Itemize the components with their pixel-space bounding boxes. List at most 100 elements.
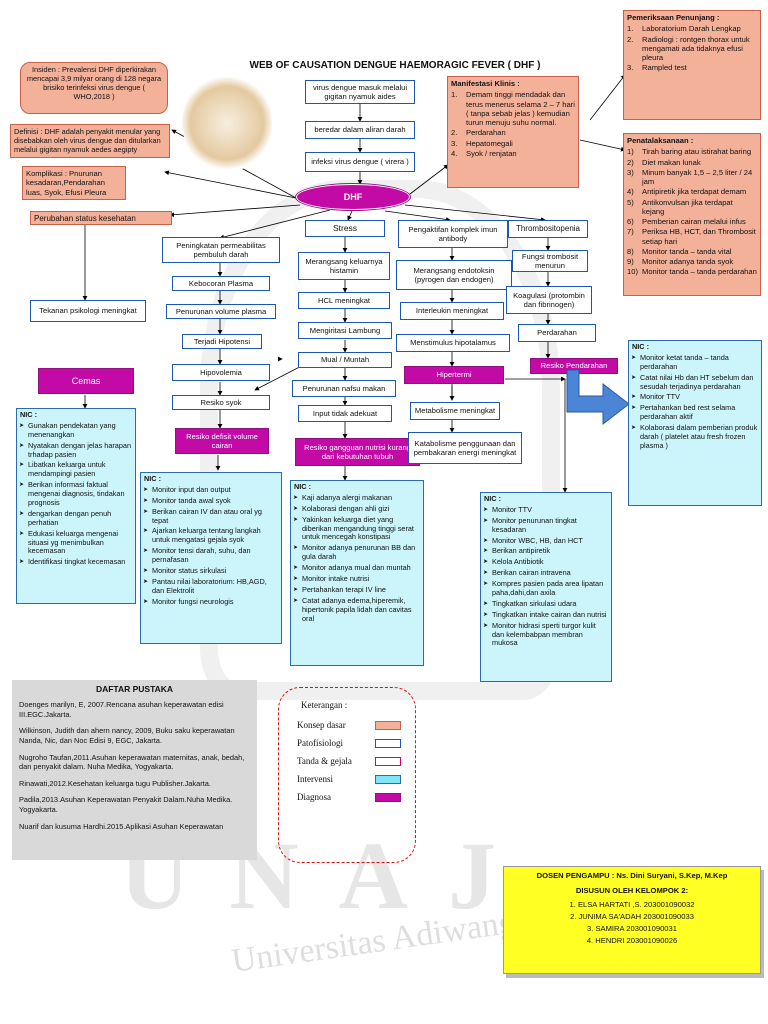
member-item: 2. JUNIMA SA'ADAH 203001090033 xyxy=(570,912,694,921)
item-number: 3. xyxy=(627,63,634,73)
col2-item-1: Merangsang keluarnya histamin xyxy=(298,252,390,280)
legend-label: Diagnosa xyxy=(297,792,331,802)
legend-swatch xyxy=(375,774,401,784)
legend-row: Diagnosa xyxy=(297,788,401,806)
item-text: Monitor tanda – tanda vital xyxy=(642,246,732,256)
nic-item: Monitor ketat tanda – tanda perdarahan xyxy=(631,353,758,372)
item-number: 2. xyxy=(627,34,634,44)
legend-row: Intervensi xyxy=(297,770,401,788)
numbered-item: 4.Syok / renjatan xyxy=(451,149,575,158)
nic-item: Gunakan pendekatan yang menenangkan xyxy=(19,421,132,440)
numbered-item: 3. Hepatomegali xyxy=(451,139,575,148)
item-text: Tirah baring atau istirahat baring xyxy=(642,147,752,157)
nic-perdarahan: NIC : Monitor ketat tanda – tanda perdar… xyxy=(628,340,762,506)
col2-item-2: HCL meningkat xyxy=(298,292,390,309)
nic-item: Monitor adanya penurunan BB dan gula dar… xyxy=(293,543,420,562)
nic-nutrisi: NIC : Kaji adanya alergi makananKolabora… xyxy=(290,480,424,666)
nic-item: Edukasi keluarga mengenai situasi yg men… xyxy=(19,529,132,557)
item-text: Laboratorium Darah Lengkap xyxy=(642,24,741,34)
col2-item-6: Input tidak adekuat xyxy=(298,405,392,422)
col3-item-2: Interleukin meningkat xyxy=(400,302,504,320)
legend-row: Konsep dasar xyxy=(297,716,401,734)
reference-item: Doenges marilyn, E, 2007.Rencana asuhan … xyxy=(19,700,224,719)
flow-aliran-darah: beredar dalam aliran darah xyxy=(305,121,415,139)
nic-item: Berikan antipiretik xyxy=(483,547,608,556)
numbered-item: 2)Diet makan lunak xyxy=(627,158,757,167)
nic-item: Pertahankan bed rest selama perdarahan a… xyxy=(631,403,758,422)
dhf-node: DHF xyxy=(296,184,410,210)
nic-item: Catat adanya edema,hiperemik, hipertonik… xyxy=(293,596,420,624)
col1-item-4: Hipovolemia xyxy=(172,364,270,381)
nic-item: Pantau nilai laboratorium: HB,AGD, dan E… xyxy=(143,577,278,596)
diagnosis-nutrisi: Resiko gangguan nutrisi kurang dari kebu… xyxy=(295,438,420,466)
item-text: Minum banyak 1,5 – 2,5 liter / 24 jam xyxy=(642,167,753,186)
legend-swatch xyxy=(375,756,401,766)
nic-item: Berikan cairan intravena xyxy=(483,568,608,578)
nic-nutrisi-list: Kaji adanya alergi makananKolaborasi den… xyxy=(293,493,420,624)
nic-item: Monitor tensi darah, suhu, dan pernafasa… xyxy=(143,546,278,565)
nic-item: Kolaborasi dalam pemberian produk darah … xyxy=(631,423,758,451)
nic-nutrisi-label: NIC : xyxy=(294,482,312,491)
legend-label: Patofisiologi xyxy=(297,738,344,748)
col4-item-0: Thrombositopenia xyxy=(508,220,588,238)
manifestasi-box: Manifestasi Klinis : 1.Demam tinggi mend… xyxy=(447,76,579,188)
item-number: 6) xyxy=(627,217,634,226)
col2-item-5: Penurunan nafsu makan xyxy=(292,380,396,397)
nic-item: Monitor intake nutrisi xyxy=(293,574,420,584)
manifestasi-label: Manifestasi Klinis : xyxy=(451,79,520,88)
legend-row: Tanda & gejala xyxy=(297,752,401,770)
item-number: 4. xyxy=(451,148,458,158)
item-number: 3) xyxy=(627,167,634,177)
legend-title: Keterangan : xyxy=(301,700,348,710)
penunjang-box: Pemeriksaan Penunjang : 1.Laboratorium D… xyxy=(623,10,761,120)
reference-item: Wilkinson, Judith dan ahern nancy, 2009,… xyxy=(19,726,235,745)
nic-cemas-list: Gunakan pendekatan yang menenangkanNyata… xyxy=(19,421,132,567)
flow-infeksi: infeksi virus dengue ( virera ) xyxy=(305,152,415,172)
manifestasi-list: 1.Demam tinggi mendadak dan terus meneru… xyxy=(451,90,575,158)
legend-swatch xyxy=(375,738,401,748)
col2-item-0: Stress xyxy=(305,220,385,237)
katabolisme-box: Katabolisme penggunaan dan pembakaran en… xyxy=(408,432,522,464)
nic-item: Monitor penurunan tingkat kesadaran xyxy=(483,516,608,535)
nic-item: Kolaborasi dengan ahli gizi xyxy=(293,504,420,514)
nic-item: Pertahankan terapi IV line xyxy=(293,585,420,595)
pustaka-list: Doenges marilyn, E, 2007.Rencana asuhan … xyxy=(19,700,250,831)
nic-item: Monitor TTV xyxy=(483,505,608,515)
diagnosis-cemas: Cemas xyxy=(38,368,134,394)
nic-item: Kompres pasien pada area lipatan paha,da… xyxy=(483,579,608,598)
col4-item-1: Fungsi trombosit menurun xyxy=(512,250,588,272)
nic-item: Nyatakan dengan jelas harapan trhadap pa… xyxy=(19,441,132,460)
member-item: 4. HENDRI 203001090026 xyxy=(586,936,678,945)
nic-volume-list: Monitor input dan outputMonitor tanda aw… xyxy=(143,485,278,607)
col3-item-3: Menstimulus hipotalamus xyxy=(396,334,510,352)
nic-perdarahan-label: NIC : xyxy=(632,342,650,351)
nic-volume: NIC : Monitor input dan outputMonitor ta… xyxy=(140,472,282,644)
tekanan-psikologi-box: Tekanan psikologi meningkat xyxy=(30,300,146,322)
numbered-item: 10)Monitor tanda – tanda perdarahan xyxy=(627,267,757,276)
nic-cemas-label: NIC : xyxy=(20,410,38,419)
diagram-title: WEB OF CAUSATION DENGUE HAEMORAGIC FEVER… xyxy=(249,60,541,71)
nic-cemas: NIC : Gunakan pendekatan yang menenangka… xyxy=(16,408,136,604)
item-number: 8) xyxy=(627,246,634,256)
legend-swatch xyxy=(375,792,401,802)
item-text: Hepatomegali xyxy=(466,138,513,148)
item-number: 10) xyxy=(627,267,638,277)
dosen-box: DOSEN PENGAMPU : Ns. Dini Suryani, S.Kep… xyxy=(503,866,761,974)
legend-label: Tanda & gejala xyxy=(297,756,352,766)
item-number: 3. xyxy=(451,138,458,148)
item-text: Perdarahan xyxy=(466,128,506,138)
diagnosis-volume-cairan: Resiko defisit volume cairan xyxy=(175,428,269,454)
item-number: 1. xyxy=(451,90,458,100)
diagnosis-hipertermi: Hipertermi xyxy=(404,366,504,384)
reference-item: Nuarif dan kusuma Hardhi.2015.Aplikasi A… xyxy=(19,821,224,831)
nic-item: Monitor TTV xyxy=(631,393,758,402)
col2-item-3: Mengiritasi Lambung xyxy=(298,322,392,339)
numbered-item: 1.Demam tinggi mendadak dan terus meneru… xyxy=(451,90,575,127)
item-number: 5) xyxy=(627,197,634,207)
col2-item-4: Mual / Muntah xyxy=(298,352,392,368)
item-number: 2) xyxy=(627,157,634,167)
numbered-item: 3) Minum banyak 1,5 – 2,5 liter / 24 jam xyxy=(627,168,757,187)
definisi-box: Definisi : DHF adalah penyakit menular y… xyxy=(10,124,170,158)
